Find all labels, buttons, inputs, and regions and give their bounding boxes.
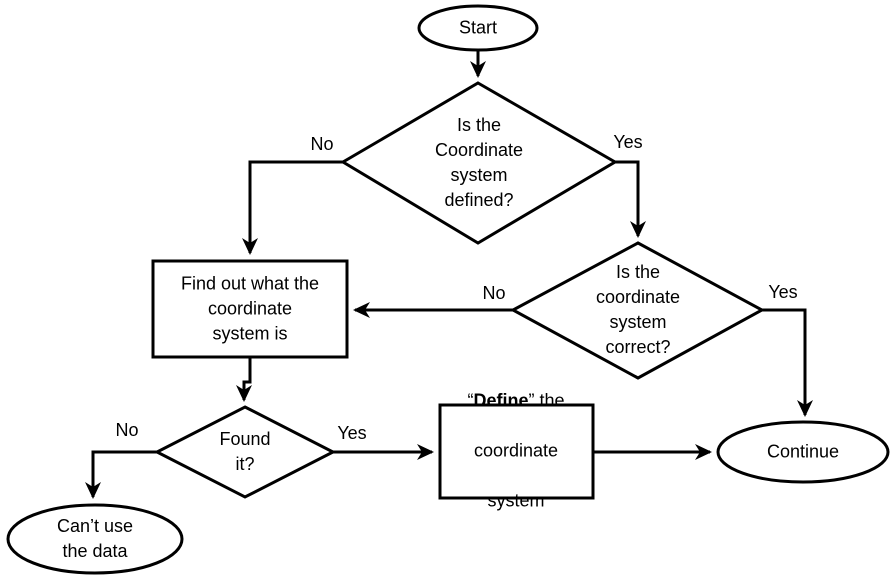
defined-decision-shape [340,81,618,245]
find-out-process-label: Find out what the coordinate system is [180,273,320,344]
edge-correct-yes-to-continue [762,308,813,417]
defined-decision-label: Is the Coordinate system defined? [434,115,524,210]
correct-decision-shape [509,241,766,380]
found-decision-label: Found it? [219,429,271,474]
continue-terminator-shape [716,420,890,484]
edge-defined-yes-to-correct [615,160,646,238]
define-bold-word: Define [473,390,529,411]
define-label-line1: “Define” the [467,389,564,414]
start-label: Start [458,17,498,38]
edge-findout-to-found [236,357,252,402]
defined-no-edge-label: No [310,134,334,154]
find-out-process-shape [151,259,349,359]
define-process-label: “Define” the coordinate system [467,364,564,539]
define-label-line3: system [487,490,545,511]
start-terminator-shape [417,4,539,52]
define-open-quote: “ [467,390,474,411]
edge-defined-no-to-findout [242,160,343,255]
found-decision-shape [153,405,337,499]
correct-decision-label: Is the coordinate system correct? [595,262,681,357]
edge-found-no-to-cantuse [85,450,157,499]
continue-label: Continue [766,441,840,462]
correct-yes-edge-label: Yes [768,282,798,302]
found-no-edge-label: No [115,420,139,440]
define-label-line2: coordinate [473,440,559,461]
define-process-shape [438,403,595,500]
define-close-quote: ” the [528,390,565,411]
cant-use-terminator-shape [6,503,184,575]
correct-no-edge-label: No [482,283,506,303]
cant-use-label: Can’t use the data [56,516,134,561]
found-yes-edge-label: Yes [337,423,367,443]
defined-yes-edge-label: Yes [613,132,643,152]
